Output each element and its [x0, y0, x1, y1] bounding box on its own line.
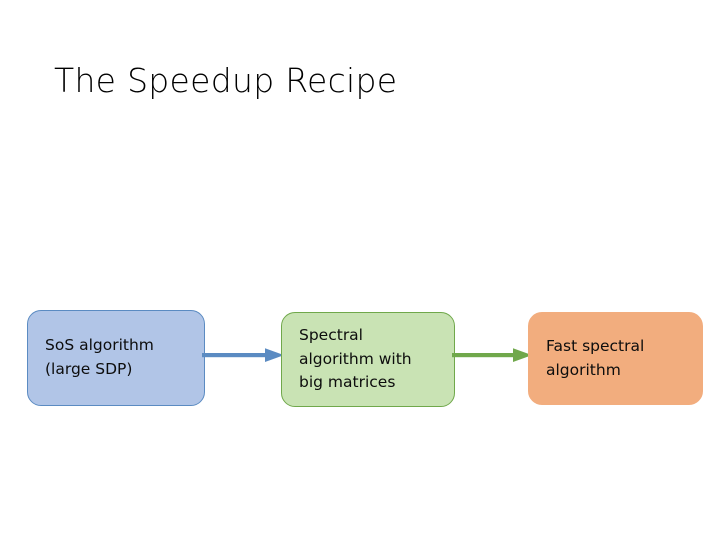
flow-node-label: Fast spectral algorithm	[546, 336, 645, 379]
flow-arrow-sos-to-spectral[interactable]	[202, 345, 284, 365]
flow-arrow-spectral-to-fast[interactable]	[452, 345, 532, 365]
flow-node-spectral-algorithm[interactable]: Spectral algorithm with big matrices	[281, 312, 455, 407]
page-title: The Speedup Recipe	[54, 61, 398, 100]
flow-node-label: SoS algorithm (large SDP)	[45, 336, 154, 378]
flow-node-sos-algorithm[interactable]: SoS algorithm (large SDP)	[27, 310, 205, 406]
flow-node-label: Spectral algorithm with big matrices	[299, 326, 412, 392]
flow-node-fast-spectral-algorithm[interactable]: Fast spectral algorithm	[528, 312, 703, 405]
